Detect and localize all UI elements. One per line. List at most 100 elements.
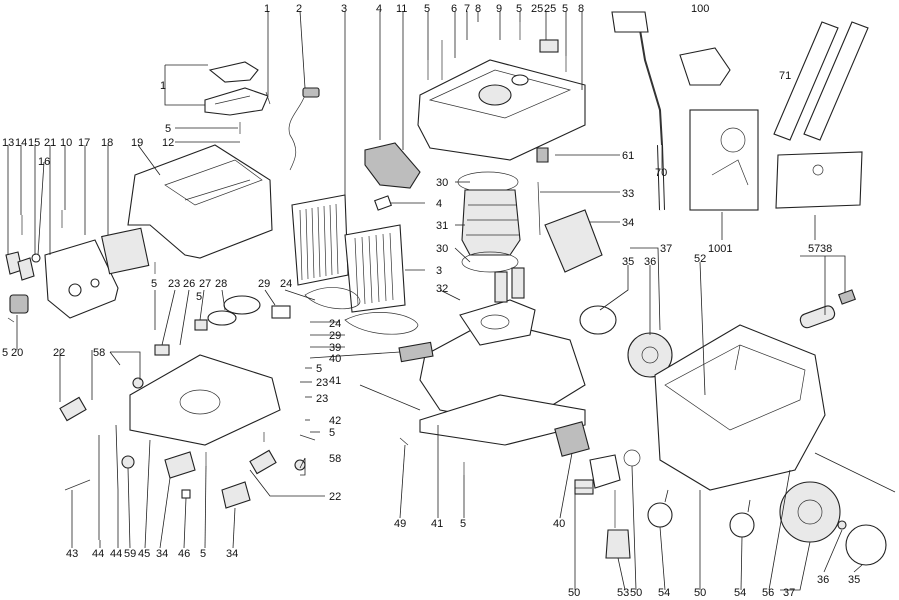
foam-part-small: [164, 451, 196, 479]
label-30-a: 30: [436, 177, 448, 189]
label-100: 100: [691, 3, 709, 15]
lower-housing-part: [419, 267, 586, 446]
label-21: 21: [44, 137, 56, 149]
label-29-a: 29: [258, 278, 270, 290]
label-57: 57: [808, 243, 820, 255]
label-9: 25: [531, 3, 543, 15]
long-rod-part-2: [115, 424, 119, 491]
label-61: 61: [622, 150, 634, 162]
label-24-b: 24: [329, 318, 341, 330]
part-number-labels: 1 2 3 4 11 5 6 7 8 9 5 25 25 5 8 100 71 …: [2, 3, 860, 599]
label-5-k: 5: [200, 548, 206, 560]
tank-part: [654, 324, 826, 491]
label-5-a: 5: [424, 3, 430, 15]
label-49: 49: [394, 518, 406, 530]
leader-lines: [7, 10, 863, 591]
label-4-b: 4: [436, 198, 442, 210]
foam-part-small-2: [221, 481, 251, 509]
label-25: 25: [544, 3, 556, 15]
label-5-d: 5: [562, 3, 568, 15]
label-2: 2: [296, 3, 302, 15]
label-1-b: 1: [160, 80, 166, 92]
label-58-b: 58: [329, 453, 341, 465]
label-46: 46: [178, 548, 190, 560]
label-7: 8: [475, 3, 481, 15]
key-part: [64, 479, 91, 491]
label-26: 26: [183, 278, 195, 290]
label-20: 20: [11, 347, 23, 359]
label-5-h: 5: [2, 347, 8, 359]
label-35-a: 35: [622, 256, 634, 268]
label-5-l: 5: [460, 518, 466, 530]
plug-part: [536, 147, 549, 163]
label-37-b: 37: [783, 587, 795, 599]
label-28: 28: [215, 278, 227, 290]
motor-housing-top-part: [417, 39, 586, 161]
label-27: 27: [199, 278, 211, 290]
label-5-f: 5: [151, 278, 157, 290]
label-50-b: 50: [630, 587, 642, 599]
power-cord-part: [288, 87, 320, 171]
control-panel-part: [44, 227, 150, 319]
handle-part: [204, 61, 269, 116]
pad-part: [223, 295, 261, 315]
label-22-b: 22: [329, 491, 341, 503]
plug-connector-part: [59, 396, 277, 475]
hose-socket-part: [574, 449, 641, 559]
label-1001: 1001: [708, 243, 732, 255]
label-5-i: 5: [316, 363, 322, 375]
wheel-cap-part: [579, 305, 673, 378]
label-3-a: 3: [341, 3, 347, 15]
label-8-b: 8: [578, 3, 584, 15]
washer-part: [132, 377, 144, 389]
label-10: 10: [60, 137, 72, 149]
label-12: 12: [162, 137, 174, 149]
label-5-b: 7: [464, 3, 470, 15]
screw-parts: [7, 22, 567, 475]
base-chassis-part: [129, 319, 281, 446]
label-36-b: 36: [817, 574, 829, 586]
label-17: 17: [78, 137, 90, 149]
filter-bag-part: [775, 151, 863, 209]
label-44-b: 44: [110, 548, 122, 560]
label-23-a: 23: [168, 278, 180, 290]
label-39: 39: [329, 342, 341, 354]
label-18: 18: [101, 137, 113, 149]
label-50-c: 50: [694, 587, 706, 599]
label-5-e: 5: [165, 123, 171, 135]
label-24-a: 24: [280, 278, 292, 290]
label-36-a: 36: [644, 256, 656, 268]
gasket-part: [304, 287, 419, 335]
label-32: 32: [436, 283, 448, 295]
label-15: 15: [28, 137, 40, 149]
cap-part: [181, 489, 191, 499]
label-8-a: 9: [496, 3, 502, 15]
label-14: 14: [15, 137, 27, 149]
label-54-b: 54: [734, 587, 746, 599]
rear-wheel-part: [779, 481, 841, 543]
filter-cartridge-part: [291, 194, 406, 313]
label-54-a: 54: [658, 587, 670, 599]
label-34-b: 34: [156, 548, 168, 560]
label-50-a: 50: [568, 587, 580, 599]
hose-part: [611, 11, 665, 211]
label-40-b: 40: [553, 518, 565, 530]
label-34-c: 34: [226, 548, 238, 560]
hub-cap-part: [845, 524, 887, 566]
label-5-j: 5: [329, 427, 335, 439]
latch-bracket-part: [364, 142, 421, 211]
label-13: 13: [2, 137, 14, 149]
label-45: 45: [138, 548, 150, 560]
label-53: 53: [617, 587, 629, 599]
label-23-b: 23: [316, 377, 328, 389]
small-clip-part: [399, 437, 409, 446]
caster-wheel-part: [647, 489, 755, 538]
hub-nut-part: [837, 520, 847, 530]
extension-tubes-part: [773, 21, 869, 141]
motor-part: [457, 171, 521, 273]
label-11: 11: [396, 3, 407, 15]
label-71: 71: [779, 70, 791, 82]
label-33: 33: [622, 188, 634, 200]
label-58-a: 58: [93, 347, 105, 359]
